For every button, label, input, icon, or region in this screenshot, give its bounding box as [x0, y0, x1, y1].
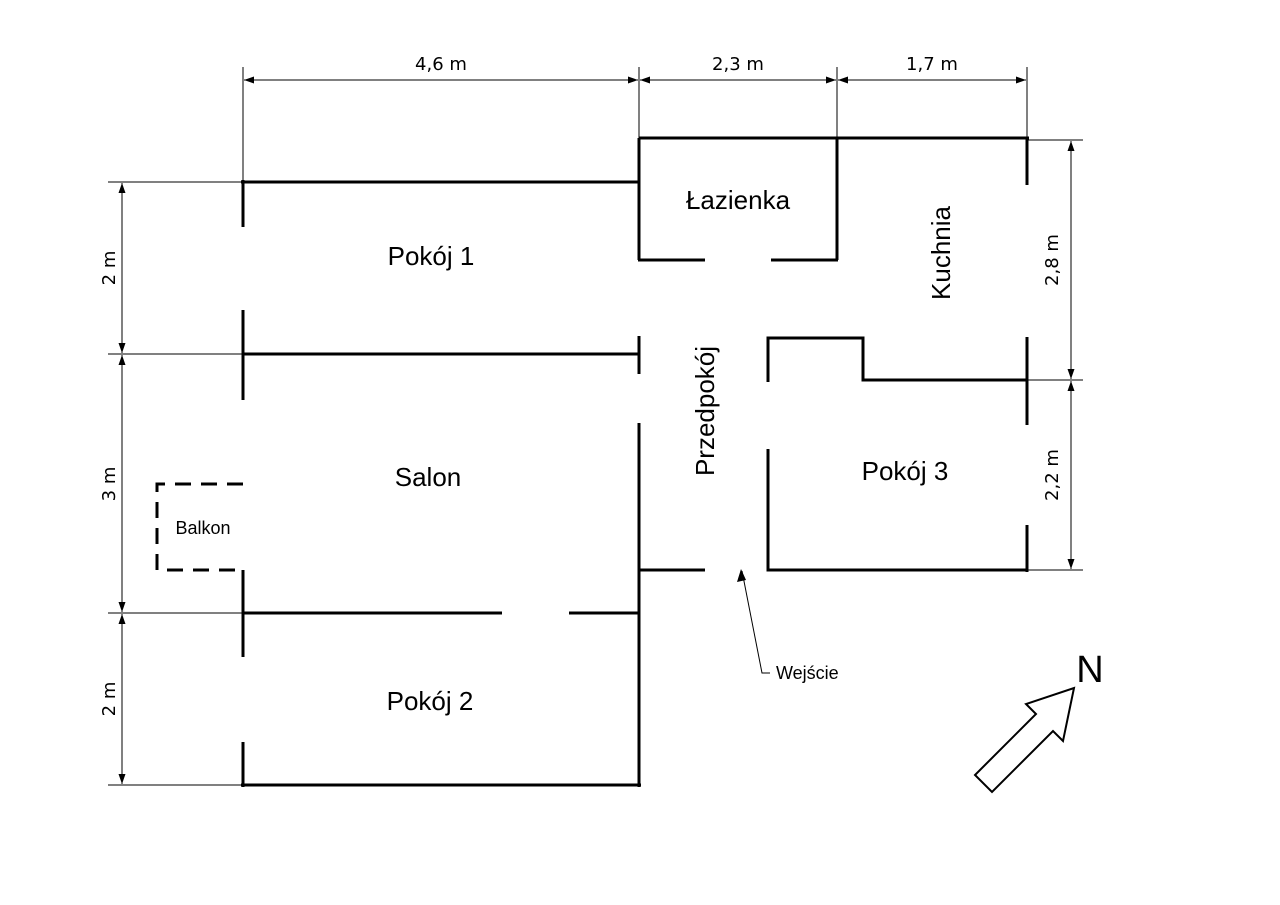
room-label-kuchnia: Kuchnia: [926, 205, 956, 299]
dimension-lines: [108, 67, 1083, 786]
room-label-pokoj-2: Pokój 2: [387, 686, 474, 716]
walls: [241, 136, 1029, 787]
entrance-pointer: [737, 569, 770, 674]
dim-top-2: 2,3 m: [712, 54, 764, 75]
dim-right-2: 2,2 m: [1042, 449, 1063, 501]
dim-right-1: 2,8 m: [1042, 234, 1063, 286]
room-label-pokoj-1: Pokój 1: [388, 241, 475, 271]
room-label-balkon: Balkon: [175, 518, 230, 538]
dim-left-2: 3 m: [99, 467, 120, 502]
dim-top-3: 1,7 m: [906, 54, 958, 75]
room-label-lazienka: Łazienka: [686, 185, 791, 215]
compass-north-label: N: [1076, 649, 1103, 691]
north-arrow-icon: [973, 686, 1076, 794]
entrance-label: Wejście: [776, 663, 839, 683]
dim-left-3: 2 m: [99, 682, 120, 717]
room-label-przedpokoj: Przedpokój: [690, 346, 720, 476]
room-label-pokoj-3: Pokój 3: [862, 456, 949, 486]
balcony-outline: [155, 482, 243, 572]
dim-top-1: 4,6 m: [415, 54, 467, 75]
dim-left-1: 2 m: [99, 251, 120, 286]
room-label-salon: Salon: [395, 462, 462, 492]
